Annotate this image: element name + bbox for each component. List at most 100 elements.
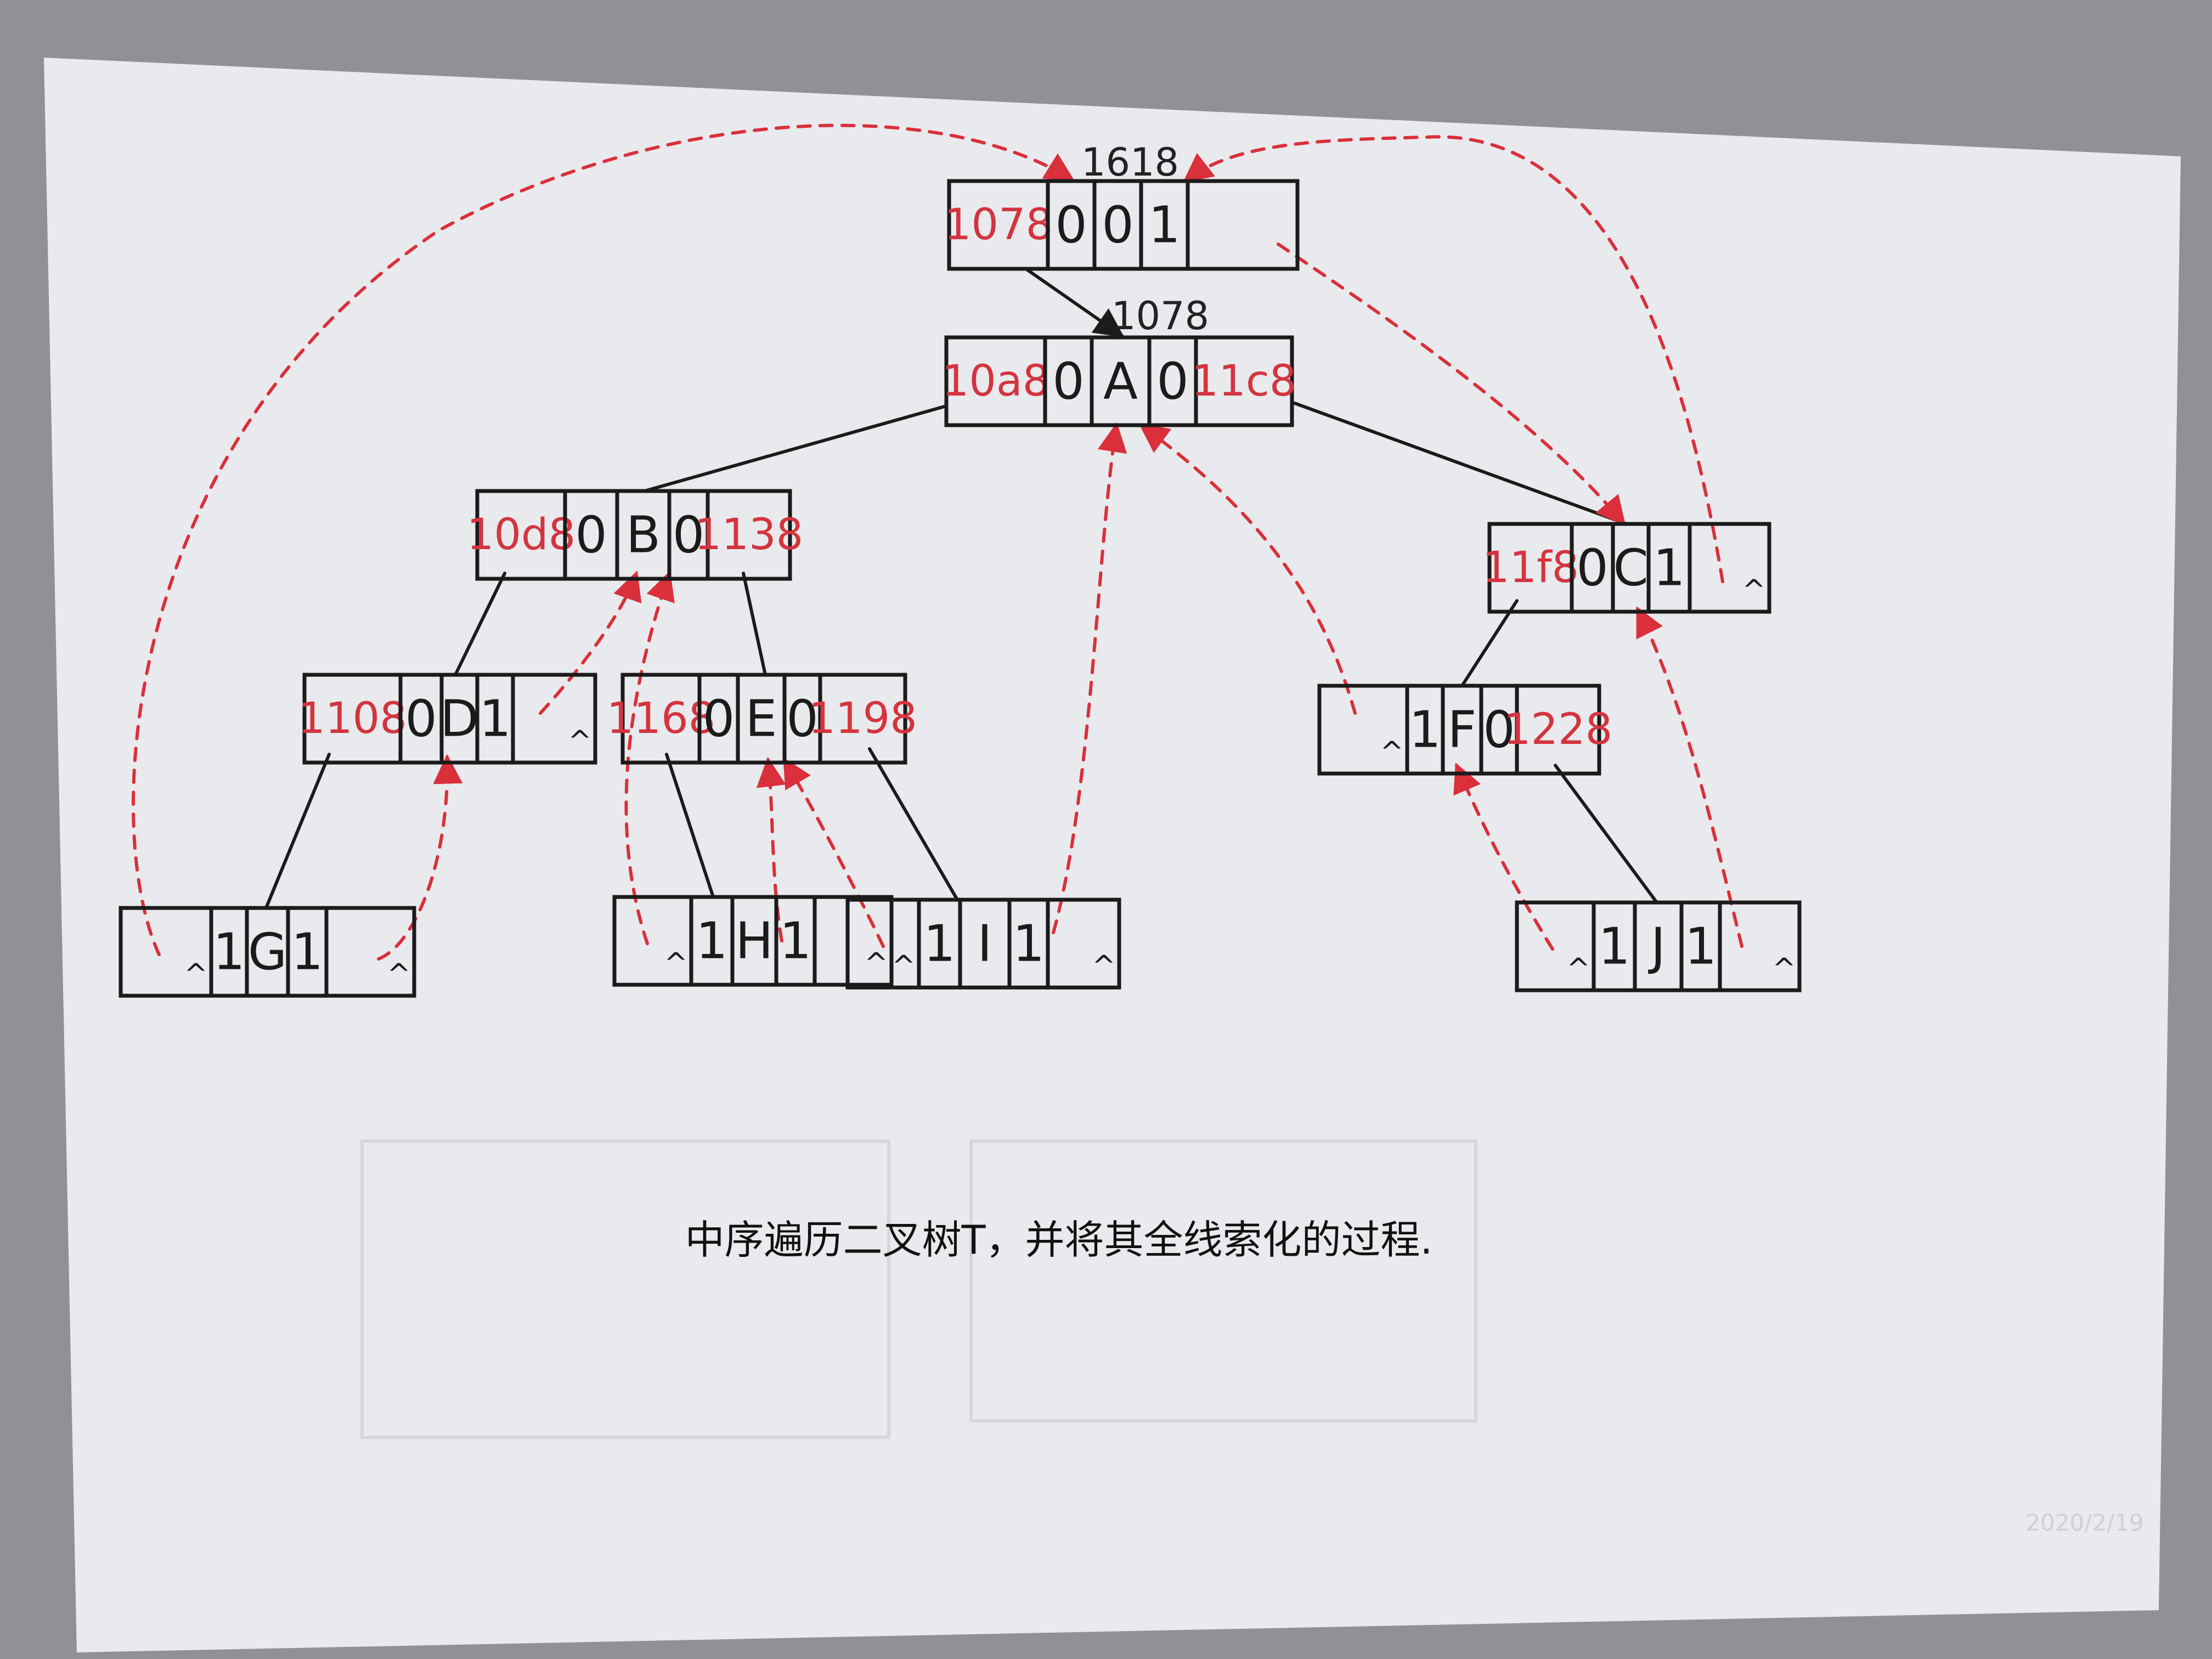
thread-pointer-succ-c-to-head	[1182, 135, 1724, 583]
node-data-value: 0	[1102, 196, 1134, 255]
tag-value: 1	[213, 923, 245, 981]
rchild-field	[1515, 684, 1601, 776]
child-pointer-head-to-a	[1024, 267, 1125, 338]
thread-pointer-pred-j-to-f	[1453, 763, 1554, 951]
child-pointer-f-to-j	[1554, 764, 1658, 904]
child-pointer-layer	[264, 267, 1658, 910]
tag-value: 0	[1052, 352, 1085, 411]
tag-value: 1	[923, 915, 956, 973]
address-value: 1168	[607, 694, 716, 743]
node-data-value: D	[440, 690, 479, 748]
null-pointer-mark: ^	[891, 950, 916, 983]
tag-value: 1	[1653, 539, 1685, 597]
rchild-field	[1046, 898, 1121, 990]
thread-pointer-pred-i-to-e	[783, 757, 885, 948]
node-data-value: G	[248, 923, 287, 981]
child-pointer-a-to-c	[1293, 402, 1628, 526]
address-value: 1228	[1504, 705, 1613, 754]
child-pointer-d-to-g	[264, 753, 331, 910]
node-data-value: B	[626, 506, 661, 565]
rchild-field	[511, 673, 597, 765]
null-pointer-mark: ^	[1742, 574, 1766, 607]
address-value: 10d8	[467, 510, 575, 560]
tag-value: 0	[405, 690, 437, 748]
child-pointer-a-to-b	[643, 404, 948, 493]
child-pointer-b-to-e	[742, 572, 767, 676]
tag-value: 0	[703, 690, 735, 748]
child-pointer-e-to-i	[868, 747, 959, 901]
thread-pointer-succ-i-to-a	[1052, 422, 1127, 934]
rchild-field	[324, 906, 416, 998]
address-value: 1078	[944, 200, 1053, 250]
tag-value: 0	[1156, 352, 1189, 411]
node-data-value: I	[977, 915, 992, 973]
null-pointer-mark: ^	[664, 947, 688, 980]
tag-value: 0	[1576, 539, 1609, 597]
tag-value: 0	[575, 506, 607, 565]
show-through-frame-left	[360, 1139, 890, 1439]
tag-value: 1	[780, 912, 812, 970]
node-data-value: C	[1613, 539, 1648, 597]
thread-pointer-pred-h-to-b	[624, 570, 675, 945]
rchild-field	[706, 489, 792, 581]
caption: 中序遍历二叉树T，并将其全线索化的过程.	[685, 1217, 1433, 1263]
rchild-field	[812, 895, 894, 987]
rchild-field	[1688, 522, 1771, 614]
thread-pointer-succ-g-to-d	[377, 754, 463, 961]
null-pointer-mark: ^	[1380, 736, 1404, 769]
rchild-field	[1186, 179, 1300, 271]
address-value: 11f8	[1482, 543, 1579, 592]
address-value: 1138	[695, 510, 804, 560]
tag-value: 0	[1483, 701, 1515, 759]
node-data-value: F	[1448, 701, 1477, 759]
tag-value: 1	[696, 912, 728, 970]
thread-pointer-rchild-head-to-c	[1277, 242, 1626, 527]
null-pointer-mark: ^	[387, 958, 411, 991]
paper-sheet	[44, 58, 2181, 1652]
null-pointer-mark: ^	[1566, 952, 1590, 985]
null-pointer-mark: ^	[568, 725, 592, 758]
tag-value: 1	[1409, 701, 1441, 759]
tag-value: 0	[673, 506, 705, 565]
child-pointer-b-to-d	[454, 572, 506, 676]
tag-value: 1	[479, 690, 511, 748]
thread-pointer-succ-j-to-c	[1636, 606, 1743, 948]
tag-value: 0	[786, 690, 819, 748]
tag-value: 1	[1148, 196, 1181, 255]
node-data-value: A	[1103, 352, 1138, 411]
rchild-field	[818, 673, 907, 765]
node-data-value: J	[1648, 917, 1666, 976]
null-pointer-mark: ^	[864, 947, 888, 980]
rchild-field	[1194, 335, 1294, 427]
show-through-frame-right	[969, 1139, 1477, 1423]
thread-pointer-layer	[131, 123, 1743, 961]
address-value: 1198	[808, 694, 917, 743]
tag-value: 1	[1685, 917, 1717, 976]
node-address-label: 1078	[1111, 294, 1209, 338]
child-pointer-c-to-f	[1460, 599, 1519, 687]
null-pointer-mark: ^	[184, 958, 208, 991]
address-value: 11c8	[1192, 357, 1297, 406]
node-data-value: E	[745, 690, 777, 748]
address-value: 1108	[298, 694, 407, 743]
tag-value: 1	[291, 923, 324, 981]
null-pointer-mark: ^	[1772, 952, 1796, 985]
tag-value: 1	[1598, 917, 1630, 976]
node-data-value: H	[735, 912, 773, 970]
tag-value: 0	[1055, 196, 1087, 255]
thread-pointer-pred-f-to-a	[1138, 423, 1357, 715]
child-pointer-e-to-h	[665, 753, 715, 899]
corner-stamp: 2020/2/19	[2025, 1509, 2143, 1536]
